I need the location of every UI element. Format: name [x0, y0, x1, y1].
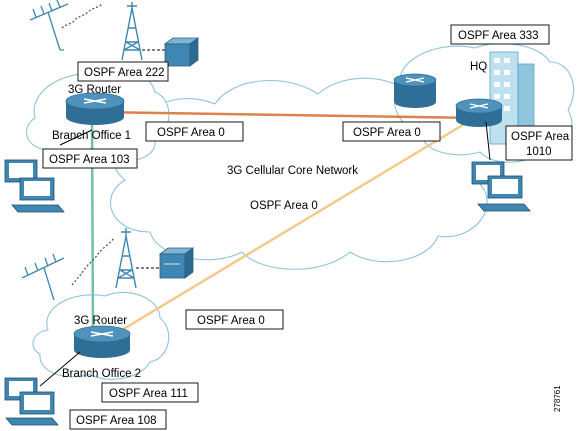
base-station-icon — [163, 37, 200, 67]
workstation-icon — [4, 129, 93, 213]
core-network-label: 3G Cellular Core Network — [227, 165, 358, 177]
link-b2-hq-label: OSPF Area 0 — [197, 315, 265, 327]
workstation-icon — [471, 121, 531, 212]
branch1-area-bottom-label: OSPF Area 103 — [49, 154, 130, 166]
hq-area-side-label-line2: 1010 — [526, 146, 552, 158]
hq-building-icon — [489, 51, 535, 145]
antenna-icon — [21, 237, 115, 301]
area-label-box: OSPF Area 103 — [42, 148, 138, 169]
base-station-icon — [158, 247, 195, 279]
hq-area-top-label: OSPF Area 333 — [458, 30, 539, 42]
workstation-icon — [4, 351, 81, 426]
area-label-box: OSPF Area 0 — [145, 121, 244, 142]
cell-tower-icon — [121, 2, 165, 61]
figure-id-label: 278761 — [553, 385, 562, 412]
link-b1-hq-right-label: OSPF Area 0 — [353, 127, 421, 139]
area-label-box: OSPF Area 108 — [69, 409, 167, 430]
area-label-box: OSPF Area 0 — [185, 309, 284, 330]
antenna-icon — [29, 0, 103, 51]
core-router-icon — [393, 73, 437, 108]
branch2-router-icon — [73, 325, 131, 358]
hq-site-label: HQ — [470, 61, 487, 73]
branch2-router-label: 3G Router — [74, 315, 127, 327]
area-label-box: OSPF Area 333 — [450, 24, 550, 45]
area-label-box: OSPF Area 222 — [77, 61, 169, 82]
branch2-site-label: Branch Office 2 — [62, 368, 141, 380]
branch1-site-label: Branch Office 1 — [52, 130, 131, 142]
area-label-box: OSPF Area 1010 — [505, 125, 573, 161]
hq-router-icon — [455, 98, 503, 127]
branch2-area-top-label: OSPF Area 111 — [109, 388, 188, 400]
hq-area-side-label-line1: OSPF Area — [511, 131, 570, 143]
link-b1-hq-left-label: OSPF Area 0 — [157, 127, 225, 139]
core-network-area-label: OSPF Area 0 — [250, 200, 318, 212]
cell-tower-icon — [115, 228, 160, 289]
link-branch1-hq — [94, 110, 479, 120]
branch1-area-top-label: OSPF Area 222 — [84, 67, 165, 79]
branch1-router-label: 3G Router — [68, 84, 121, 96]
branch1-router-icon — [65, 92, 125, 125]
link-branch2-hq — [96, 115, 477, 347]
branch2-area-bottom-label: OSPF Area 108 — [76, 415, 157, 427]
area-label-box: OSPF Area 0 — [342, 121, 441, 142]
area-label-box: OSPF Area 111 — [101, 382, 199, 403]
